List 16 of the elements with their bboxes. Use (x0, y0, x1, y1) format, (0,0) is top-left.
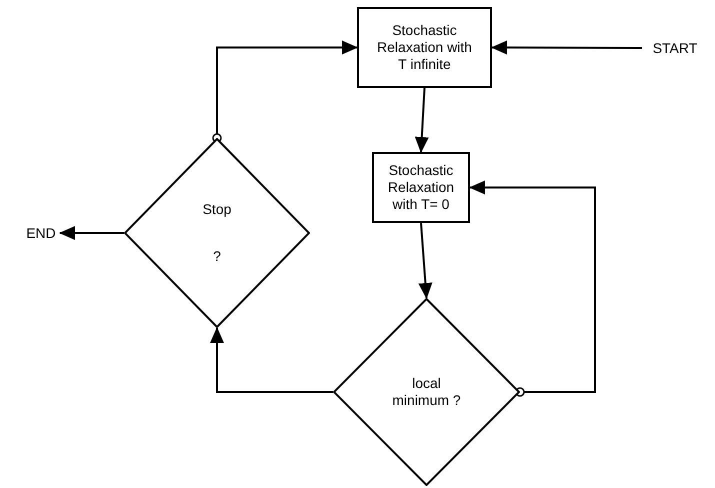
arrow (59, 226, 124, 240)
terminal-label: END (26, 224, 56, 242)
arrow (469, 180, 596, 397)
arrow (418, 222, 432, 299)
arrow (491, 40, 642, 55)
arrow (210, 327, 333, 393)
process-text: Stochastic Relaxation with T= 0 (388, 162, 454, 213)
arrow (414, 88, 429, 153)
decision-text: ? (213, 248, 221, 265)
process-box (372, 152, 470, 223)
decision-text: local minimum ? (391, 375, 462, 409)
terminal-label: START (652, 40, 698, 56)
process-text: Stochastic Relaxation with T infinite (376, 22, 473, 73)
process-box (357, 7, 492, 88)
decision-text: Stop (202, 201, 232, 218)
arrow (212, 40, 358, 143)
